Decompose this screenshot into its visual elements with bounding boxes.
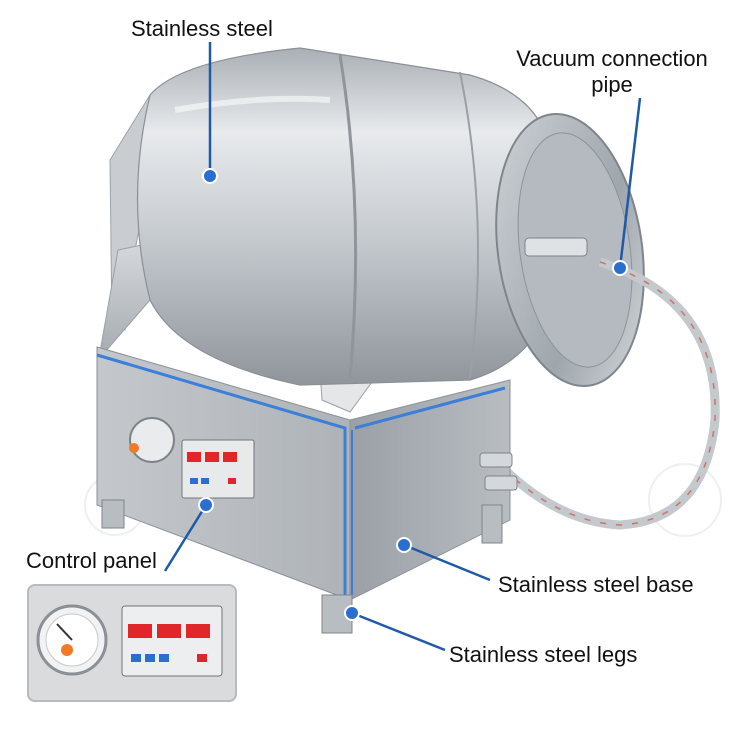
drum-lid <box>495 112 645 388</box>
inset-controller <box>121 605 223 677</box>
vacuum-gauge <box>129 417 175 463</box>
stainless-steel-base <box>96 346 518 601</box>
callout-dots <box>198 168 628 621</box>
label-stainless-legs: Stainless steel legs <box>449 642 638 667</box>
label-vacuum-pipe: Vacuum connection pipe <box>505 46 719 98</box>
label-stainless-steel: Stainless steel <box>131 16 273 41</box>
label-vacuum-pipe-line2: pipe <box>591 72 633 97</box>
label-stainless-base: Stainless steel base <box>498 572 694 597</box>
valve-knob <box>129 443 139 453</box>
callout-lines <box>163 42 642 652</box>
drum-stainless-steel <box>136 47 561 386</box>
inset-valve-knob <box>61 644 73 656</box>
vacuum-fitting <box>524 237 588 257</box>
blue-trim <box>96 353 347 595</box>
label-vacuum-pipe-line1: Vacuum connection <box>516 46 708 71</box>
controller <box>181 439 255 499</box>
control-panel-inset <box>27 584 237 702</box>
label-control-panel: Control panel <box>26 548 157 573</box>
